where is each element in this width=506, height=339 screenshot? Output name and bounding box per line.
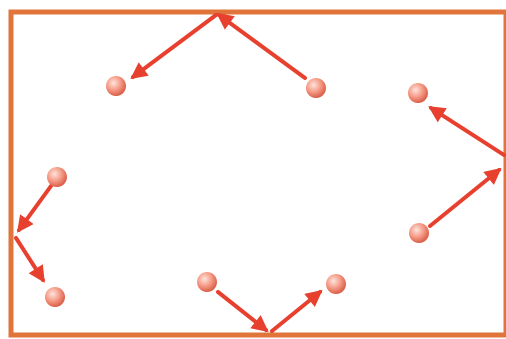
ball-icon — [197, 272, 217, 292]
ball-icon — [306, 78, 326, 98]
ball-icon — [326, 274, 346, 294]
ball-icon — [409, 223, 429, 243]
ball-icon — [106, 76, 126, 96]
ball-icon — [47, 167, 67, 187]
ball-icon — [45, 287, 65, 307]
container-box — [11, 12, 506, 335]
ball-icon — [408, 83, 428, 103]
